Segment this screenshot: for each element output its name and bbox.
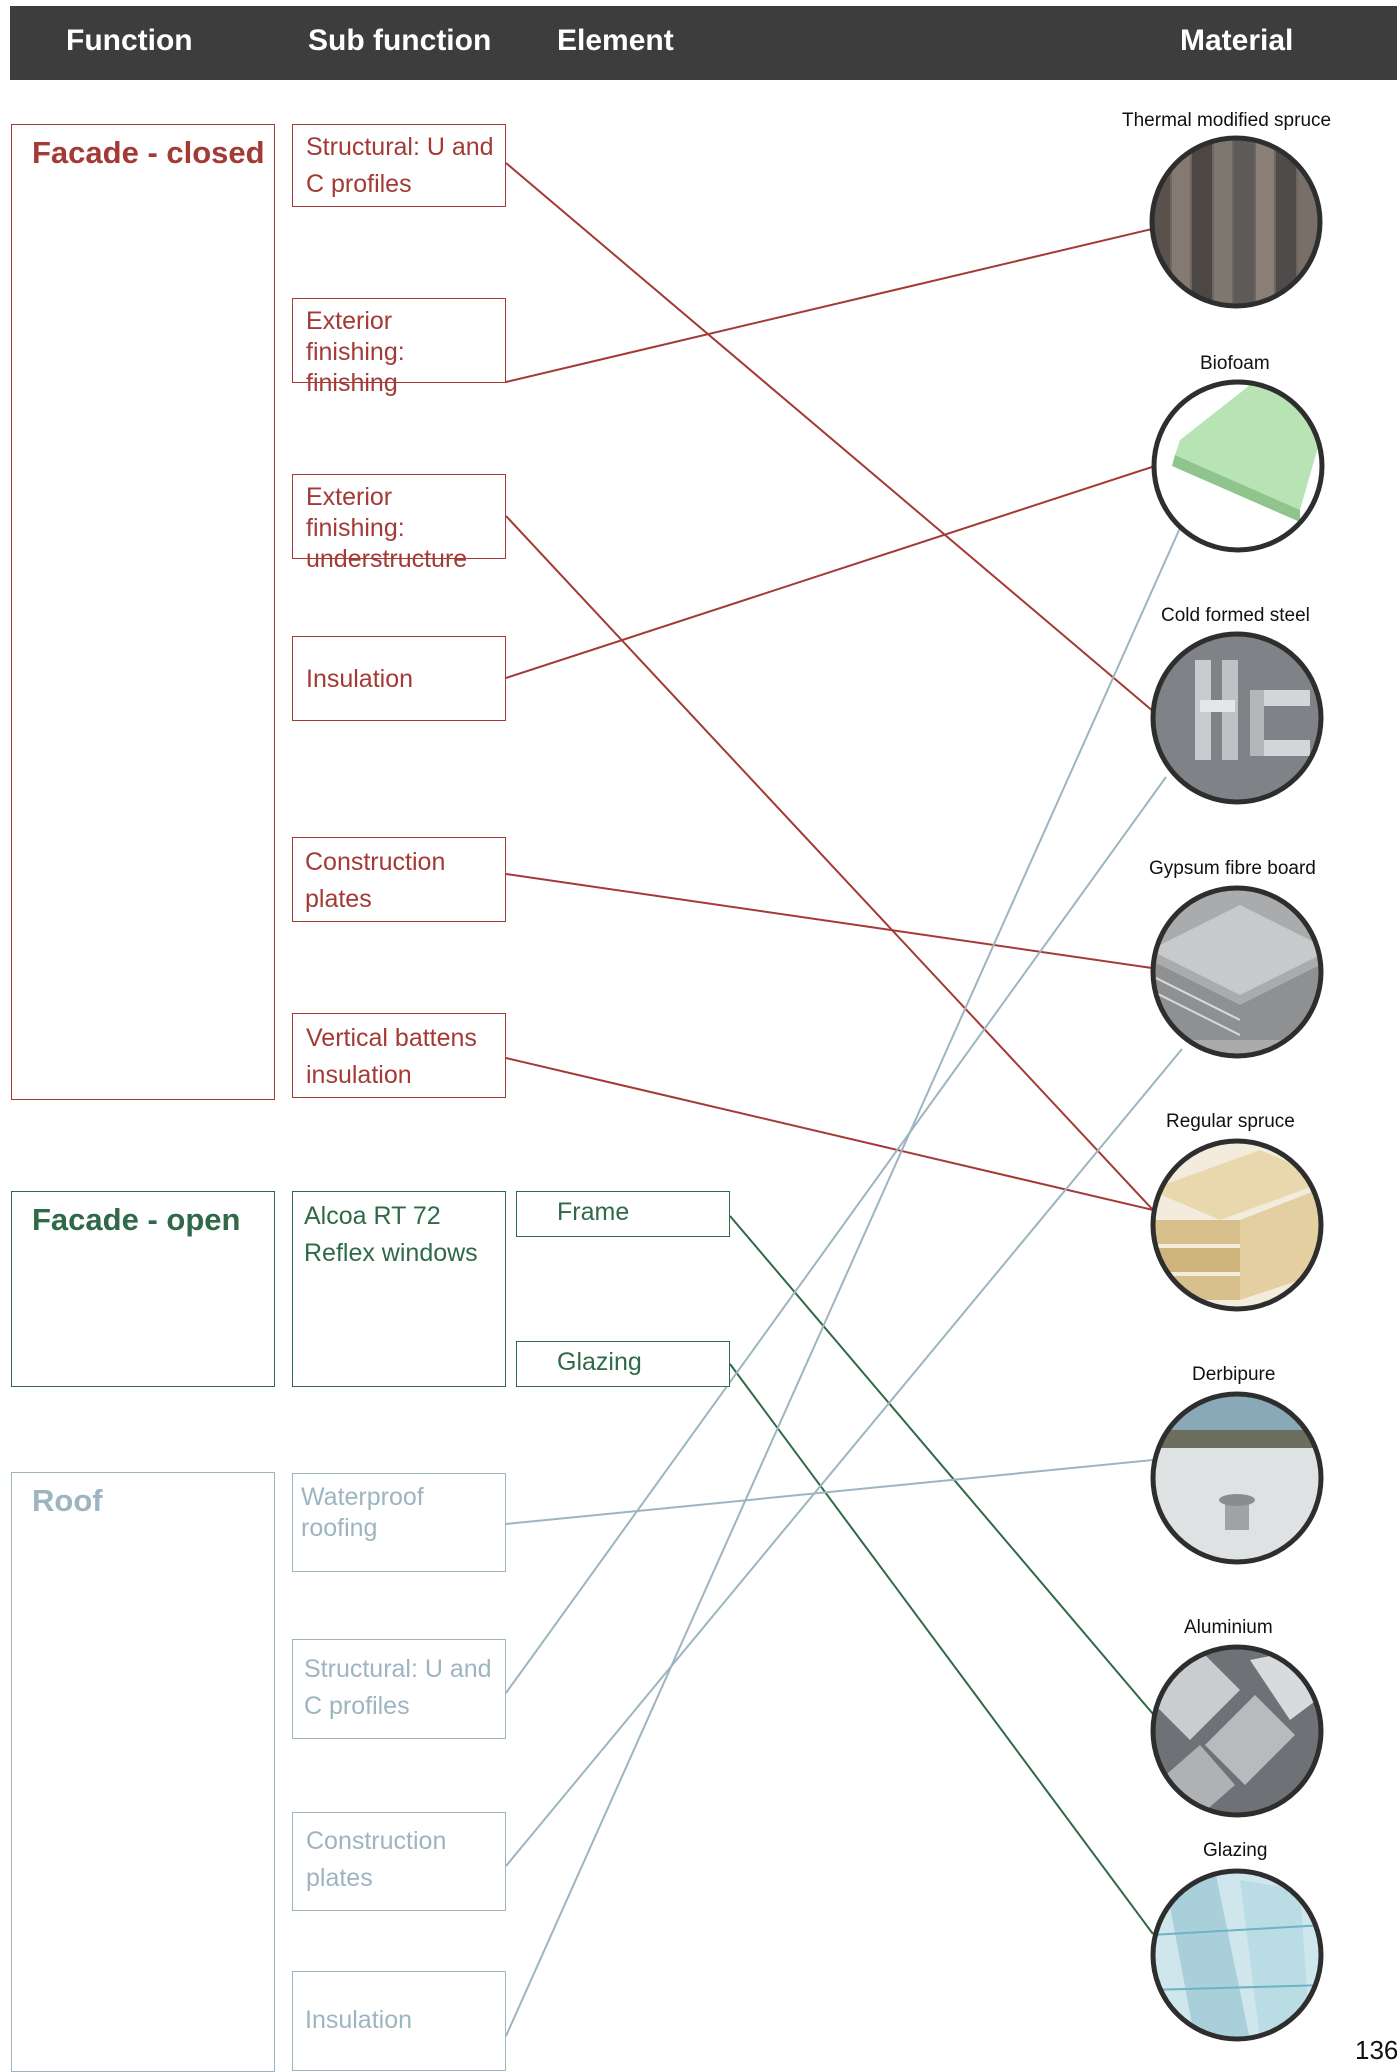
derbipure-circle: [1150, 1391, 1324, 1565]
subfunction-roof-structural-profiles: Structural: U and C profiles: [292, 1639, 506, 1739]
subfunction-roof-insulation: Insulation: [292, 1971, 506, 2071]
glazing-circle: [1150, 1868, 1324, 2042]
material-label-glazing: Glazing: [1203, 1840, 1268, 1861]
cold-formed-steel-image: [1153, 634, 1321, 802]
function-label-facade-closed: Facade - closed: [32, 135, 265, 170]
element-glazing: Glazing: [516, 1341, 730, 1387]
header-function: Function: [66, 24, 193, 57]
regular-spruce-circle: [1150, 1138, 1324, 1312]
connector-fc-insulation-to-biofoam: [505, 465, 1156, 679]
cold-formed-steel-circle: [1150, 631, 1324, 805]
connector-r-waterproof-to-derbipure: [505, 1459, 1154, 1525]
material-label-aluminium: Aluminium: [1184, 1617, 1273, 1638]
connector-fc-exterior-finishing-to-thermal-spruce: [505, 228, 1153, 383]
subfunction-vertical-battens: Vertical battens insulation: [292, 1013, 506, 1098]
header-material: Material: [1180, 24, 1294, 57]
gypsum-board-image: [1153, 888, 1321, 1056]
material-label-thermal-spruce: Thermal modified spruce: [1122, 110, 1332, 131]
connector-frame-to-aluminium: [729, 1215, 1154, 1715]
connector-fc-exterior-under-to-regular-spruce: [505, 515, 1154, 1211]
biofoam-circle: [1151, 379, 1325, 553]
thermal-spruce-circle: [1149, 135, 1323, 309]
subfunction-construction-plates: Construction plates: [292, 837, 506, 922]
function-roof: Roof: [11, 1472, 275, 2072]
element-frame: Frame: [516, 1191, 730, 1237]
connector-r-insulation-to-biofoam: [505, 527, 1181, 2037]
regular-spruce-image: [1153, 1141, 1321, 1309]
header-element: Element: [557, 24, 674, 57]
subfunction-waterproof-roofing: Waterproof roofing: [292, 1473, 506, 1572]
function-label-roof: Roof: [32, 1483, 103, 1518]
connector-glazing-to-glazing: [729, 1363, 1154, 1935]
material-label-derbipure: Derbipure: [1192, 1364, 1276, 1385]
material-label-cold-formed-steel: Cold formed steel: [1161, 605, 1310, 626]
subfunction-roof-construction-plates: Construction plates: [292, 1812, 506, 1911]
function-label-facade-open: Facade - open: [32, 1202, 241, 1237]
glazing-image: [1153, 1871, 1321, 2039]
connector-r-construction-plates-to-gypsum-fibre-board: [505, 1048, 1183, 1867]
subfunction-exterior-finishing: Exterior finishing: finishing: [292, 298, 506, 397]
material-label-biofoam: Biofoam: [1200, 353, 1270, 374]
connector-r-structural-to-cold-formed-steel: [505, 776, 1167, 1694]
function-facade-open: Facade - open: [11, 1191, 275, 1387]
thermal-spruce-image: [1152, 138, 1320, 306]
subfunction-alcoa-windows: Alcoa RT 72 Reflex windows: [292, 1191, 506, 1387]
function-facade-closed: Facade - closed: [11, 124, 275, 1100]
biofoam-image: [1154, 382, 1322, 550]
material-label-regular-spruce: Regular spruce: [1166, 1111, 1295, 1132]
header-sub-function: Sub function: [308, 24, 492, 57]
connector-fc-construction-plates-to-gypsum-fibre-board: [505, 873, 1153, 969]
aluminium-circle: [1150, 1644, 1324, 1818]
material-label-gypsum-fibre-board: Gypsum fibre board: [1149, 858, 1316, 879]
connector-fc-vertical-battens-to-regular-spruce: [505, 1057, 1154, 1211]
subfunction-exterior-understructure: Exterior finishing: understructure: [292, 474, 506, 573]
table-header: Function Sub function Element Material: [10, 6, 1397, 80]
page-number: 136: [1355, 2035, 1397, 2065]
gypsum-board-circle: [1150, 885, 1324, 1059]
subfunction-structural-profiles: Structural: U and C profiles: [292, 124, 506, 207]
subfunction-insulation: Insulation: [292, 636, 506, 721]
connector-fc-structural-to-cold-formed-steel: [505, 162, 1155, 713]
